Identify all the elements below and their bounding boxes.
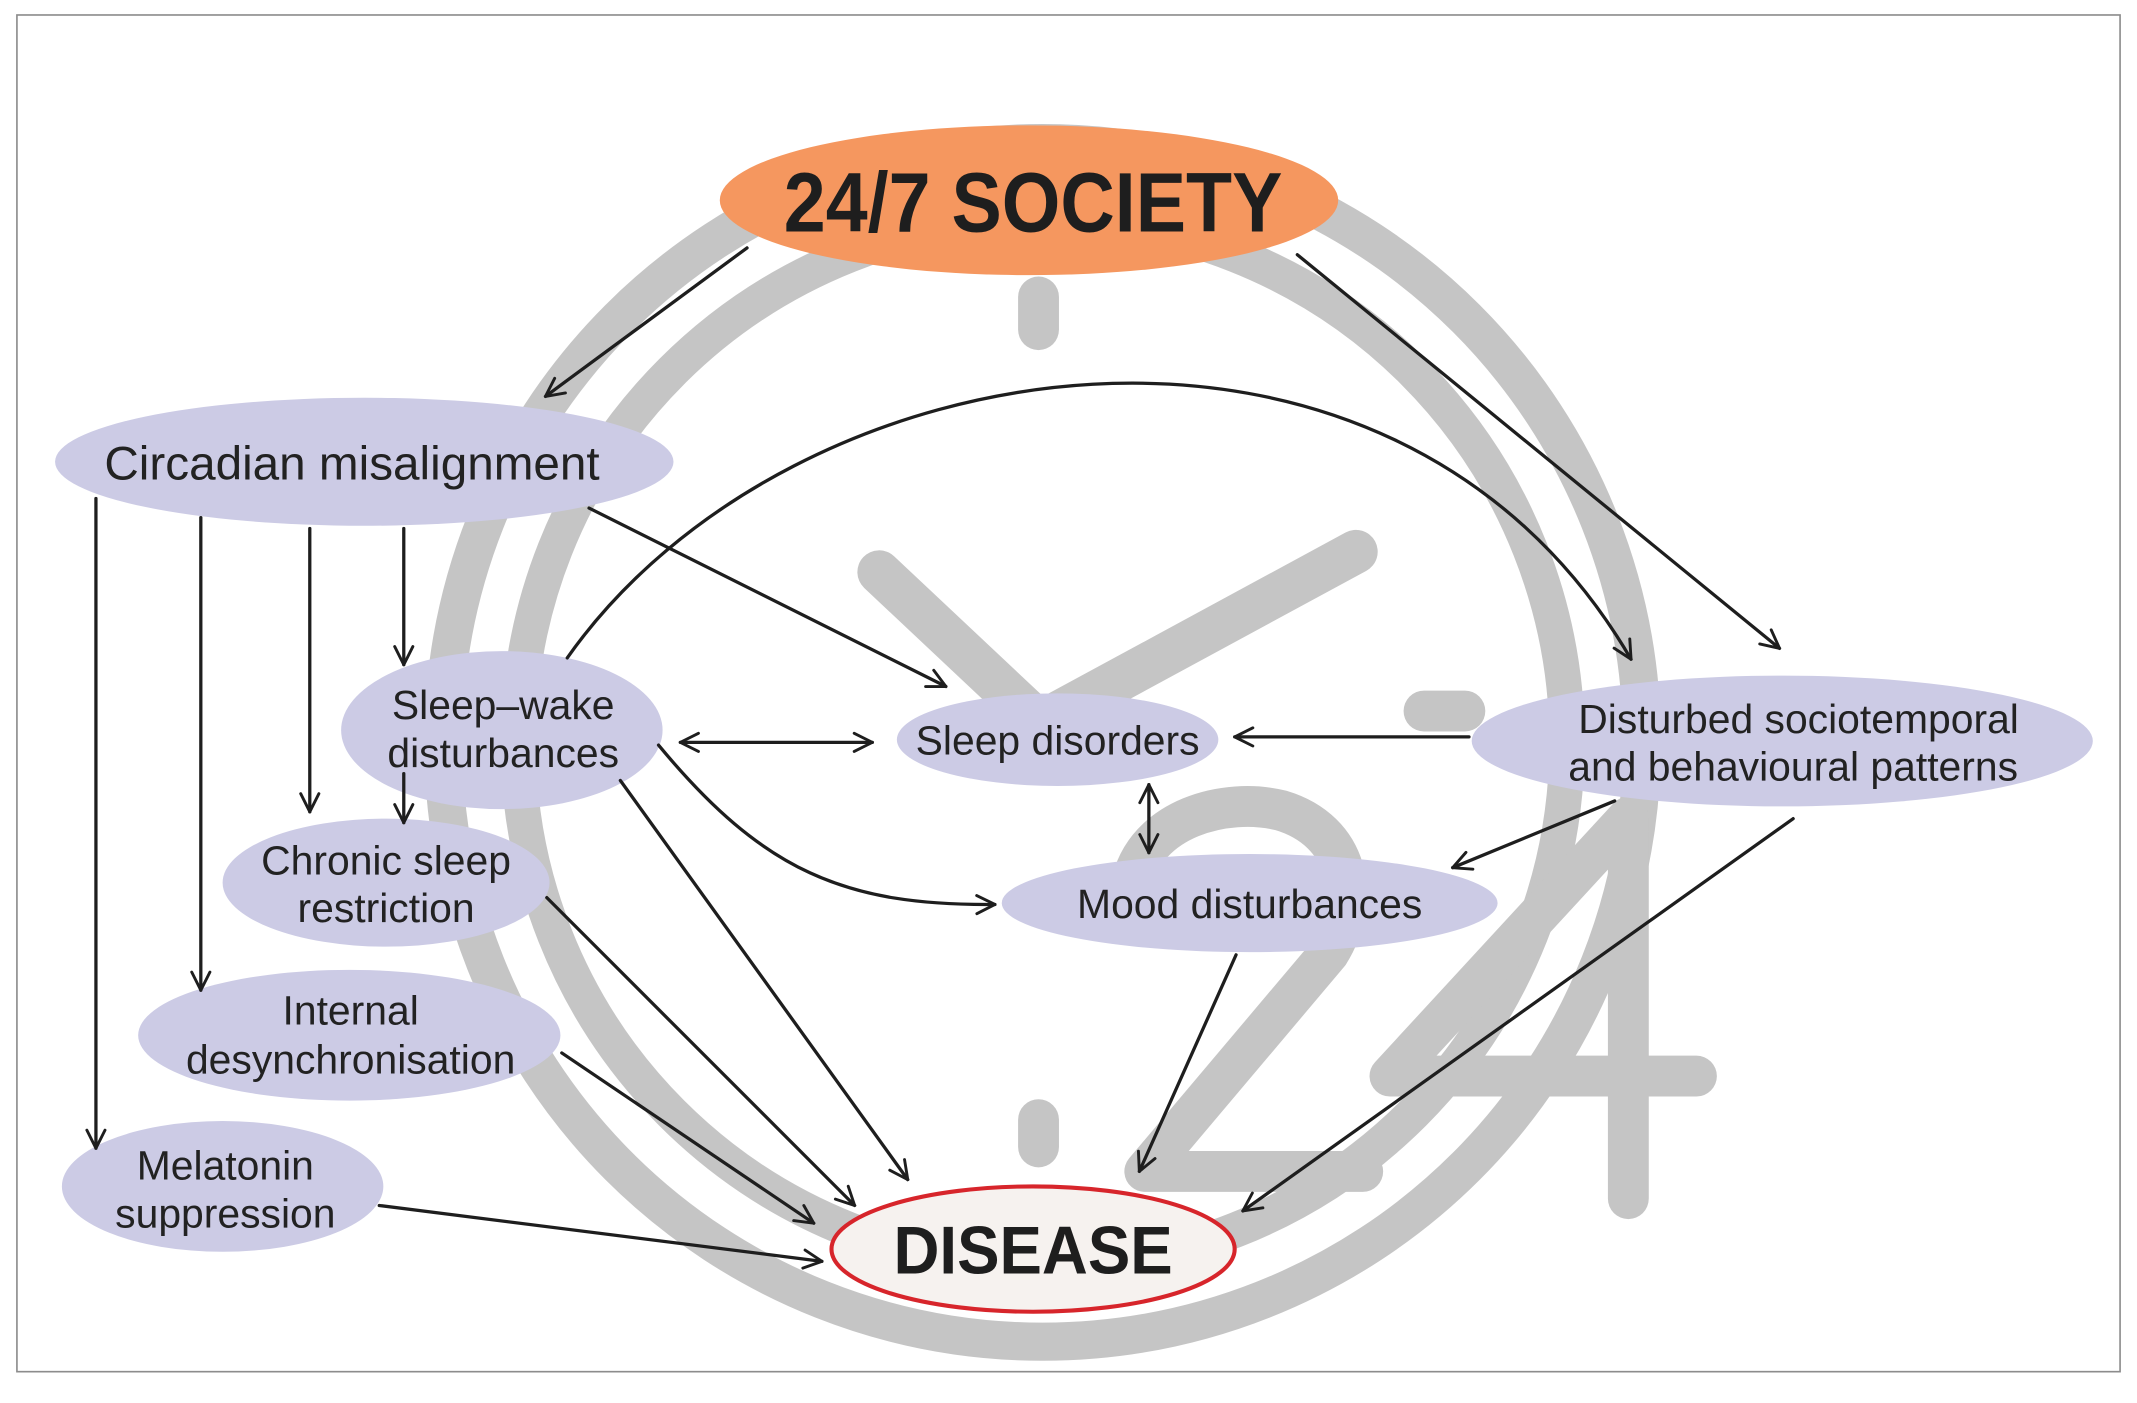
node-society-shape xyxy=(719,125,1339,276)
node-chronic-shape xyxy=(222,818,550,947)
node-mood-label: Mood disturbances xyxy=(1077,881,1422,927)
node-internal-label-line-1: Internal xyxy=(283,987,419,1033)
node-sleep-wake-label-line-1: Sleep–wake xyxy=(392,682,615,728)
arrow-melatonin-to-disease xyxy=(377,1203,824,1270)
node-circadian-misalignment-label: Circadian misalignment xyxy=(104,437,599,490)
node-internal-desynchronisation: Internal desynchronisation xyxy=(138,969,561,1101)
node-melatonin-label-line-2: suppression xyxy=(115,1190,335,1236)
arrow-society-to-circadian xyxy=(543,246,749,399)
node-circadian-misalignment-shape xyxy=(55,397,674,526)
node-sociotemporal-label-line-1: Disturbed sociotemporal xyxy=(1578,696,2019,742)
node-sleep-disorders: Sleep disorders xyxy=(896,693,1219,786)
arrow-chronic-to-disease xyxy=(545,896,857,1208)
arrow-sociotemporal-to-mood xyxy=(1450,799,1617,871)
arrow-sleep-wake-to-mood xyxy=(656,743,997,916)
arrow-internal-to-disease xyxy=(560,1051,816,1225)
node-society: 24/7 SOCIETY xyxy=(719,125,1339,276)
arrow-sleep-wake-to-sociotemporal xyxy=(565,381,1633,661)
arrow-sociotemporal-to-disease xyxy=(1241,817,1795,1213)
node-melatonin-shape xyxy=(61,1121,384,1252)
node-disturbed-sociotemporal-patterns: Disturbed sociotemporal and behavioural … xyxy=(1471,675,2093,807)
node-sleep-wake-disturbances: Sleep–wake disturbances xyxy=(341,651,663,810)
node-sleep-wake-disturbances-shape xyxy=(341,651,663,810)
node-chronic-sleep-restriction: Chronic sleep restriction xyxy=(222,818,550,947)
node-chronic-label-line-2: restriction xyxy=(298,885,475,931)
node-chronic-label-line-1: Chronic sleep xyxy=(261,837,511,883)
node-disease-label: DISEASE xyxy=(893,1213,1172,1289)
node-mood-disturbances: Mood disturbances xyxy=(1001,854,1498,953)
node-internal-shape xyxy=(138,969,561,1101)
arrow-circadian-to-sleep-disorders xyxy=(587,506,948,689)
arrows xyxy=(85,246,1795,1270)
watermark-hand-right xyxy=(1027,529,1378,740)
node-society-label: 24/7 SOCIETY xyxy=(784,156,1283,250)
node-sleep-disorders-shape xyxy=(896,693,1219,786)
node-sociotemporal-label-line-2: and behavioural patterns xyxy=(1568,744,2018,790)
node-sleep-wake-label-line-2: disturbances xyxy=(387,730,619,776)
arrow-mood-to-disease xyxy=(1136,953,1238,1174)
node-sociotemporal-shape xyxy=(1471,675,2093,807)
arrow-society-to-sociotemporal xyxy=(1295,253,1782,651)
node-sleep-disorders-label: Sleep disorders xyxy=(916,718,1200,764)
node-internal-label-line-2: desynchronisation xyxy=(186,1036,515,1082)
node-melatonin-label-line-1: Melatonin xyxy=(137,1143,314,1189)
watermark-digit-4 xyxy=(1369,796,1717,1220)
node-melatonin-suppression: Melatonin suppression xyxy=(61,1121,384,1252)
node-disease: DISEASE xyxy=(829,1184,1237,1314)
node-disease-shape xyxy=(829,1184,1237,1314)
node-mood-shape xyxy=(1001,854,1498,953)
node-circadian-misalignment: Circadian misalignment xyxy=(55,397,674,526)
arrow-sleep-wake-to-disease xyxy=(618,778,910,1182)
